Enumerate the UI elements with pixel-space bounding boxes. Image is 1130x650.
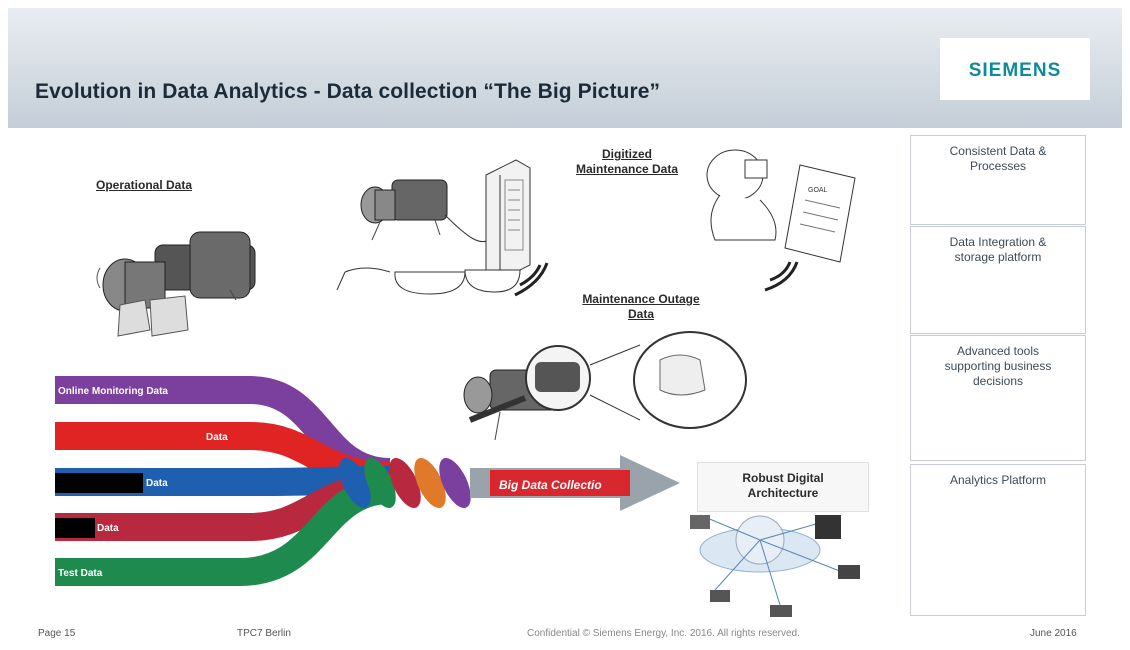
sensor-turbine-icon (360, 179, 491, 243)
panel-title: Analytics Platform (911, 473, 1085, 488)
architecture-line1: Robust Digital (742, 471, 824, 485)
panel-title-line2: Processes (969, 159, 1027, 173)
big-data-collection-box: Big Data Collectio (490, 470, 630, 496)
redaction-bar (55, 518, 95, 538)
stream-label-3: Data (146, 478, 168, 489)
panel-title-line2: supporting business (944, 359, 1052, 373)
header-band (8, 8, 1122, 128)
digitized-line1: Digitized (602, 147, 652, 161)
worker-tablet-icon: GOAL (706, 149, 856, 292)
footer-location: TPC7 Berlin (237, 628, 291, 639)
panel-title-line1: Consistent Data & (949, 144, 1047, 158)
outage-line1: Maintenance Outage (582, 292, 700, 306)
magnifier-turbine-icon (463, 331, 747, 441)
digitized-maintenance-label: Digitized Maintenance Data (562, 147, 692, 177)
outage-line2: Data (627, 307, 654, 321)
panel-title: Consistent Data & Processes (911, 144, 1085, 174)
panel-title: Advanced tools supporting business decis… (911, 344, 1085, 389)
panel-title-line2: storage platform (954, 250, 1042, 264)
stream-label-online-monitoring: Online Monitoring Data (58, 386, 168, 397)
footer-date: June 2016 (1030, 628, 1077, 639)
panel-title-line1: Data Integration & (949, 235, 1047, 249)
smart-glasses-icon (336, 267, 521, 295)
panel-data-integration: Data Integration & storage platform (910, 226, 1086, 334)
server-rack-icon (485, 159, 549, 297)
maintenance-outage-label: Maintenance Outage Data (566, 292, 716, 322)
logo-text: SIEMENS (968, 60, 1062, 81)
architecture-line2: Architecture (747, 486, 819, 500)
big-data-collection-label: Big Data Collectio (499, 478, 602, 492)
network-architecture-icon (690, 514, 860, 617)
turbine-operational-icon (96, 231, 256, 337)
slide-title: Evolution in Data Analytics - Data colle… (35, 80, 661, 103)
redaction-bar (55, 473, 143, 493)
svg-text:GOAL: GOAL (808, 187, 828, 194)
robust-architecture-box: Robust Digital Architecture (697, 462, 869, 512)
stream-label-4: Data (97, 523, 119, 534)
digitized-line2: Maintenance Data (575, 162, 679, 176)
panel-title-line3: decisions (972, 374, 1024, 388)
siemens-logo: SIEMENS (940, 38, 1090, 100)
panel-analytics-platform: Analytics Platform (910, 464, 1086, 616)
footer-confidential: Confidential © Siemens Energy, Inc. 2016… (527, 628, 800, 639)
panel-title-line1: Advanced tools (956, 344, 1040, 358)
panel-advanced-tools: Advanced tools supporting business decis… (910, 335, 1086, 461)
robust-architecture-label: Robust Digital Architecture (698, 471, 868, 501)
panel-title: Data Integration & storage platform (911, 235, 1085, 265)
stream-label-2: Data (206, 432, 228, 443)
panel-title-line1: Analytics Platform (949, 473, 1047, 487)
operational-data-label: Operational Data (96, 178, 193, 192)
panel-consistent-data: Consistent Data & Processes (910, 135, 1086, 225)
stream-label-test: Test Data (58, 568, 103, 579)
data-streams (55, 376, 680, 586)
footer-page: Page 15 (38, 628, 76, 639)
